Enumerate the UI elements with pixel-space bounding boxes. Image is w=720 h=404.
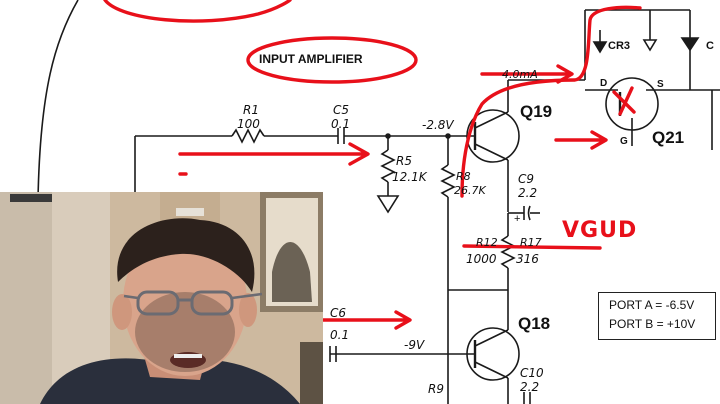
v-bottom-label: -9V bbox=[404, 338, 425, 352]
c6-value: 0.1 bbox=[330, 328, 350, 342]
r1-ref: R1 bbox=[243, 103, 259, 117]
c5-value: 0.1 bbox=[331, 117, 351, 131]
r8-value: 26.7K bbox=[454, 184, 486, 197]
c10-value: 2.2 bbox=[520, 380, 540, 394]
current-label: 4.0mA bbox=[502, 68, 538, 81]
r8-ref: R8 bbox=[456, 170, 471, 183]
v-top-label: -2.8V bbox=[422, 118, 454, 132]
r12-value: 1000 bbox=[466, 252, 497, 266]
port-note-box: PORT A = -6.5V PORT B = +10V bbox=[598, 292, 716, 340]
pin-g-label: G bbox=[620, 136, 628, 147]
q18-label: Q18 bbox=[518, 314, 551, 333]
port-b-text: PORT B = +10V bbox=[609, 317, 696, 331]
pin-s-label: S bbox=[657, 79, 664, 90]
annotation-x-mark bbox=[612, 86, 636, 116]
c5-ref: C5 bbox=[333, 103, 350, 117]
annotation-title-oval bbox=[246, 36, 418, 84]
annotation-vgud-text: VGUD bbox=[562, 218, 638, 243]
q19-label: Q19 bbox=[520, 102, 553, 121]
schematic-title: INPUT AMPLIFIER bbox=[259, 52, 363, 66]
c10-ref: C10 bbox=[520, 366, 544, 380]
annotation-arrow-current bbox=[480, 64, 574, 84]
r17-ref: R17 bbox=[520, 236, 542, 249]
cr-right-label: C bbox=[706, 40, 714, 52]
r5-ref: R5 bbox=[396, 154, 412, 168]
c9-plus-sign: + bbox=[514, 213, 521, 225]
annotation-arrow-q21 bbox=[554, 130, 608, 150]
c9-value: 2.2 bbox=[518, 186, 538, 200]
pin-d-label: D bbox=[600, 78, 608, 89]
r9-ref: R9 bbox=[428, 382, 444, 396]
r12-ref: R12 bbox=[476, 236, 498, 249]
cr3-label: CR3 bbox=[608, 40, 631, 52]
r1-value: 100 bbox=[237, 117, 260, 131]
annotation-arrow-input bbox=[178, 142, 370, 166]
annotation-squiggle bbox=[460, 5, 642, 198]
annotation-underline bbox=[462, 244, 602, 250]
annotation-arrow-lower bbox=[320, 310, 412, 330]
c9-ref: C9 bbox=[518, 172, 535, 186]
q21-label: Q21 bbox=[652, 128, 685, 147]
presenter-video bbox=[0, 192, 323, 404]
annotation-top-oval bbox=[103, 0, 292, 23]
c6-ref: C6 bbox=[330, 306, 347, 320]
r5-value: 12.1K bbox=[392, 170, 427, 184]
port-a-text: PORT A = -6.5V bbox=[609, 298, 695, 312]
webcam-overlay bbox=[0, 192, 323, 404]
r17-value: 316 bbox=[516, 252, 539, 266]
